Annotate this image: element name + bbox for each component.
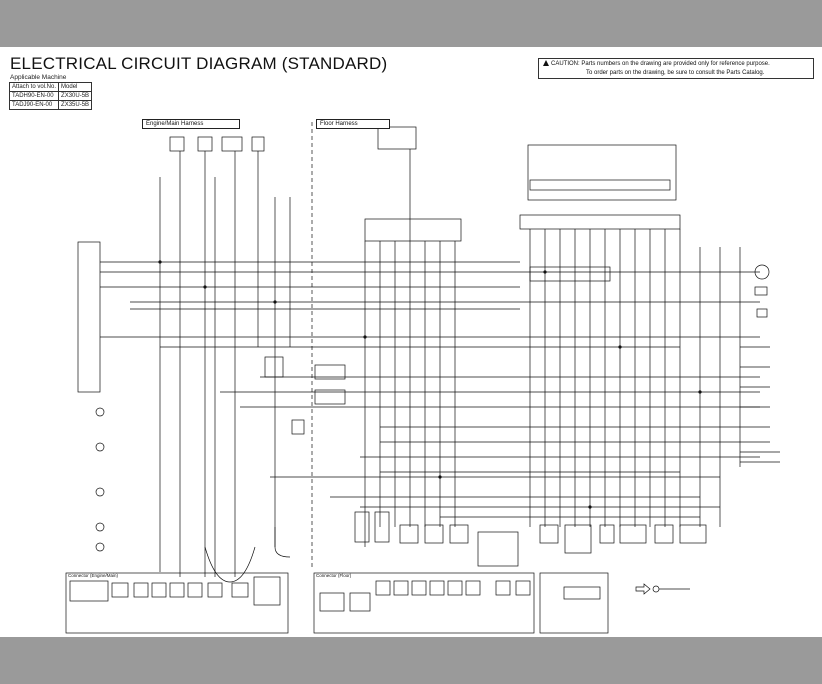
bottom-comp-6 xyxy=(477,531,519,567)
connector-floor-top xyxy=(377,126,417,150)
relay-bank xyxy=(529,266,611,282)
bottom-comp-11 xyxy=(654,524,674,544)
terminal-block-left xyxy=(77,241,101,393)
applicable-machine-label: Applicable Machine xyxy=(10,74,67,81)
connector-floor-mid xyxy=(364,218,462,242)
caution-line-1: Parts numbers on the drawing are provide… xyxy=(581,61,770,67)
connector-panel-right-box xyxy=(539,572,609,634)
bottom-comp-1 xyxy=(354,511,370,543)
left-switch-3 xyxy=(95,487,105,497)
bottom-comp-10 xyxy=(619,524,647,544)
connector-top-1 xyxy=(169,136,185,152)
relay-left-3 xyxy=(314,389,346,405)
applicable-machine-table: Attach to vol.No. Model TADH90-EN-00 ZX3… xyxy=(8,82,93,110)
caution-prefix: CAUTION: xyxy=(551,61,580,67)
caution-note: CAUTION: Parts numbers on the drawing ar… xyxy=(538,58,814,79)
monitor-connector xyxy=(519,214,681,230)
bottom-comp-5 xyxy=(449,524,469,544)
bottom-comp-9 xyxy=(599,524,615,544)
right-component-1 xyxy=(754,286,768,296)
relay-left-1 xyxy=(264,356,284,378)
connector-panel-engine-label: Connector (Engine/Main) xyxy=(68,573,119,578)
relay-left-2 xyxy=(314,364,346,380)
table-cell: TADJ90-EN-00 xyxy=(8,100,60,110)
connector-panel-floor-label: Connector (Floor) xyxy=(316,573,352,578)
right-component-2 xyxy=(756,308,768,318)
engine-main-harness-label: Engine/Main Harness xyxy=(142,119,240,129)
bottom-comp-12 xyxy=(679,524,707,544)
table-cell: ZX35U-5B xyxy=(58,100,93,110)
fuse-left xyxy=(291,419,305,435)
bottom-comp-2 xyxy=(374,511,390,543)
left-switch-2 xyxy=(95,442,105,452)
arrow-icon xyxy=(635,583,651,595)
left-switch-1 xyxy=(95,407,105,417)
left-switch-4 xyxy=(95,522,105,532)
bottom-comp-8 xyxy=(564,524,592,554)
diagram-title: ELECTRICAL CIRCUIT DIAGRAM (STANDARD) xyxy=(10,54,388,73)
wiring-diagram xyxy=(65,122,780,634)
connector-panel-floor-box xyxy=(313,572,535,634)
bottom-comp-3 xyxy=(399,524,419,544)
table-row: TADJ90-EN-00 ZX35U-5B xyxy=(8,100,93,110)
warning-icon xyxy=(543,60,549,66)
bottom-comp-7 xyxy=(539,524,559,544)
connector-panel-engine-box xyxy=(65,572,289,634)
connector-top-2 xyxy=(197,136,213,152)
monitor-inner xyxy=(529,179,671,191)
connector-top-3 xyxy=(221,136,243,152)
caution-line-2: To order parts on the drawing, be sure t… xyxy=(586,69,765,76)
diagram-sheet: ELECTRICAL CIRCUIT DIAGRAM (STANDARD) Ap… xyxy=(0,47,822,637)
floor-harness-label: Floor Harness xyxy=(316,119,390,129)
monitor-box xyxy=(527,144,677,201)
bottom-comp-4 xyxy=(424,524,444,544)
connector-top-4 xyxy=(251,136,265,152)
left-switch-5 xyxy=(95,542,105,552)
